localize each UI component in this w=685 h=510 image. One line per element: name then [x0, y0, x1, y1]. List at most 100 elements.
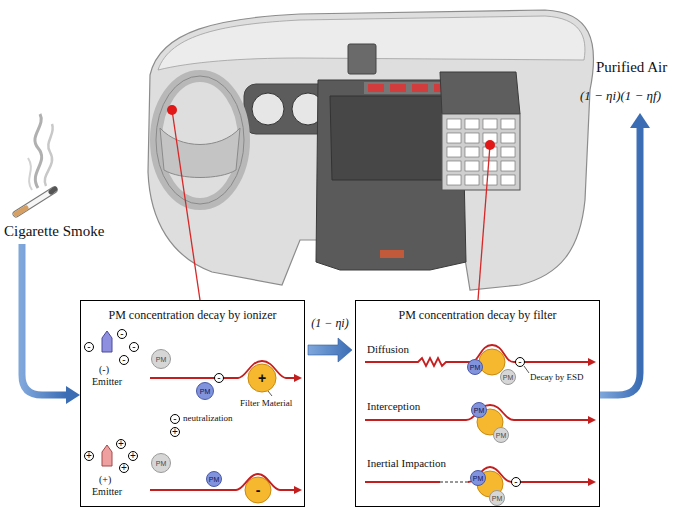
- dash-screen: [348, 44, 376, 74]
- negative-emitter: [102, 331, 112, 352]
- particle-label: PM: [492, 495, 503, 502]
- key: [501, 119, 515, 129]
- smoke-wisp: [28, 158, 32, 190]
- emitter-label: Emitter: [92, 376, 122, 388]
- panel-title: PM concentration decay by ionizer: [109, 308, 277, 322]
- gauge: [252, 93, 284, 125]
- particle-circle: PM: [151, 453, 171, 473]
- leader-line: [268, 391, 272, 396]
- particle-label: PM: [470, 364, 481, 371]
- keypad-keys: [447, 119, 515, 185]
- flow-streamline: [468, 467, 590, 482]
- console-light: [380, 250, 404, 258]
- particle-label: PM: [156, 356, 167, 363]
- particle-circle: PM: [500, 369, 516, 385]
- charge-symbol: +: [119, 463, 129, 473]
- cigarette-ash: [51, 189, 55, 192]
- charge-symbol: -: [214, 373, 224, 383]
- flow-connector: [308, 338, 352, 362]
- flow-streamline: [365, 481, 440, 483]
- cigarette-outline: [16, 190, 54, 214]
- flow-arrowhead: [66, 386, 80, 404]
- charge-symbol: -: [511, 477, 521, 487]
- streamline-head: [588, 478, 596, 486]
- particle-circle: PM: [470, 470, 486, 486]
- panel-title-row: PM concentration decay by filter: [356, 305, 599, 323]
- leader-line: [524, 366, 529, 373]
- flow-arrow: [22, 244, 66, 395]
- streamline-head: [588, 358, 596, 366]
- process-label: neutralization: [183, 413, 232, 424]
- particle-label: PM: [209, 476, 220, 483]
- emitter-label: Emitter: [92, 486, 122, 498]
- key: [465, 161, 479, 171]
- keypad: [442, 114, 520, 190]
- key: [465, 147, 479, 157]
- key: [483, 175, 497, 185]
- smoke-wisp: [45, 124, 53, 186]
- flow-streamline: [150, 474, 296, 490]
- charge-symbol: -: [170, 414, 180, 424]
- flow-arrowhead: [630, 113, 650, 128]
- dashboard-body: [148, 10, 594, 290]
- polarity-label: (+): [99, 474, 111, 486]
- panel-title-row: PM concentration decay by ionizer: [81, 305, 304, 323]
- charge-symbol: -: [119, 355, 129, 365]
- key: [447, 147, 461, 157]
- particle-label: PM: [503, 374, 514, 381]
- charge-symbol: +: [84, 451, 94, 461]
- streamline-head: [588, 416, 596, 424]
- leader-line: [478, 145, 490, 300]
- filter-fiber: [245, 477, 271, 503]
- mechanism-label: Inertial Impaction: [367, 457, 446, 470]
- red-button: [390, 84, 406, 92]
- key: [501, 161, 515, 171]
- streamline-head: [294, 486, 302, 494]
- smoke-wisp: [35, 114, 42, 188]
- streamline-head: [294, 374, 302, 382]
- key: [447, 161, 461, 171]
- charge-symbol: -: [84, 342, 94, 352]
- fiber-charge: -: [256, 483, 261, 497]
- particle-label: PM: [473, 475, 484, 482]
- key: [501, 175, 515, 185]
- red-button: [368, 84, 384, 92]
- flow-arrow: [600, 128, 640, 395]
- key: [465, 175, 479, 185]
- particle-circle: PM: [489, 490, 505, 506]
- key: [465, 133, 479, 143]
- key: [447, 175, 461, 185]
- key: [447, 133, 461, 143]
- particle-label: PM: [200, 388, 211, 395]
- polarity-label: (-): [99, 364, 109, 376]
- location-dot: [485, 140, 495, 150]
- steering-wheel: [156, 76, 244, 204]
- filter-fiber: [248, 364, 276, 392]
- location-dot: [167, 105, 177, 115]
- particle-circle: PM: [493, 427, 509, 443]
- particle-label: PM: [496, 432, 507, 439]
- particle-trajectory: [440, 481, 468, 482]
- charge-symbol: +: [116, 439, 126, 449]
- mechanism-label: Interception: [367, 400, 420, 413]
- particle-circle: PM: [151, 349, 171, 369]
- charge-symbol: +: [128, 451, 138, 461]
- output-label: Purified Air: [596, 58, 667, 76]
- particle-circle: PM: [196, 382, 214, 400]
- leader-line: [172, 110, 200, 300]
- steering-hub: [160, 128, 240, 178]
- positive-emitter: [102, 445, 112, 466]
- part-label: Filter Material: [240, 398, 292, 409]
- cigarette-body: [16, 190, 54, 214]
- particle-label: PM: [474, 407, 485, 414]
- steering-wheel-edge: [156, 76, 244, 204]
- charge-symbol: -: [515, 357, 525, 367]
- red-button: [412, 84, 428, 92]
- input-label: Cigarette Smoke: [4, 222, 104, 240]
- connector-label: (1 − ηi): [310, 316, 349, 330]
- fiber-charge: +: [258, 371, 266, 385]
- panel-title: PM concentration decay by filter: [399, 308, 557, 322]
